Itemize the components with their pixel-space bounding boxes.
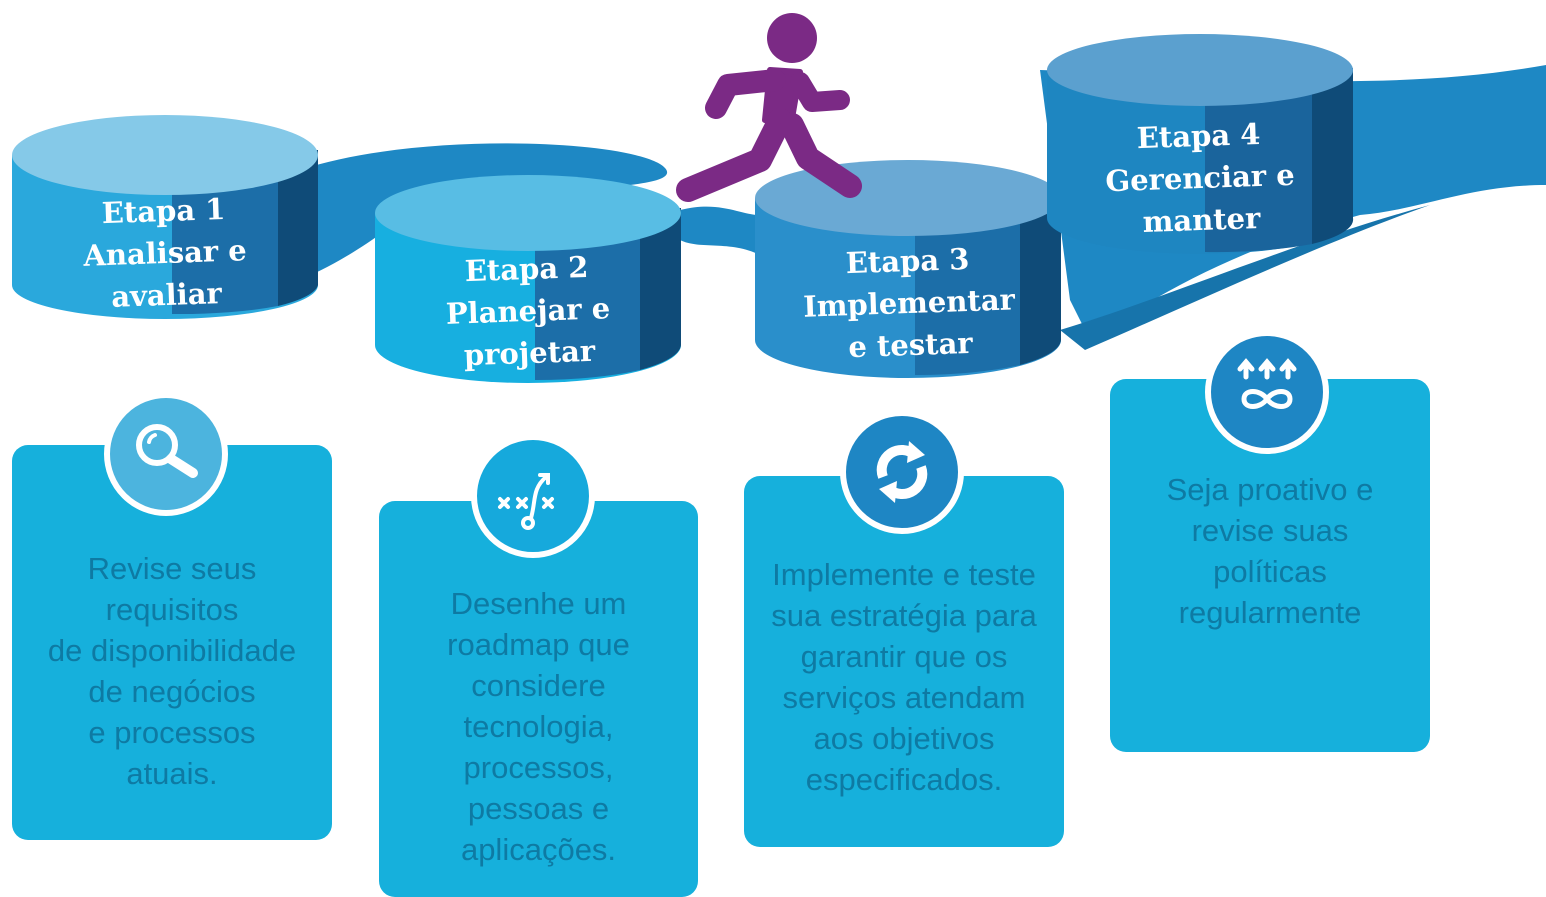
card-analyze-text: Revise seus requisitos de disponibilidad… <box>47 551 297 791</box>
magnifying-glass-icon <box>104 392 228 516</box>
stage-4-label: Etapa 4 Gerenciar e manter <box>1104 116 1296 240</box>
card-implement-text: Implemente e teste sua estratégia para g… <box>771 557 1037 797</box>
stage-3-label: Etapa 3 Implementar e testar <box>802 241 1016 365</box>
strategy-play-icon <box>471 434 595 558</box>
card-plan-text: Desenhe um roadmap que considere tecnolo… <box>447 586 630 867</box>
refresh-cycle-icon <box>840 410 964 534</box>
stage-1-label: Etapa 1 Analisar e avaliar <box>82 191 248 314</box>
infinity-arrows-icon <box>1205 330 1329 454</box>
card-manage-text: Seja proativo e revise suas políticas re… <box>1166 472 1374 630</box>
stage-2-label: Etapa 2 Planejar e projetar <box>445 249 611 373</box>
ribbon-segment-2 <box>680 206 760 255</box>
ribbon-shadow <box>1060 205 1430 350</box>
running-person-icon <box>676 13 862 202</box>
card-plan: Desenhe um roadmap que considere tecnolo… <box>379 501 698 897</box>
card-analyze: Revise seus requisitos de disponibilidad… <box>12 445 332 840</box>
stage-2-cylinder <box>375 175 681 383</box>
card-implement: Implemente e teste sua estratégia para g… <box>744 476 1064 847</box>
stage-1-cylinder <box>12 115 318 319</box>
stage-4-cylinder <box>1047 34 1354 254</box>
